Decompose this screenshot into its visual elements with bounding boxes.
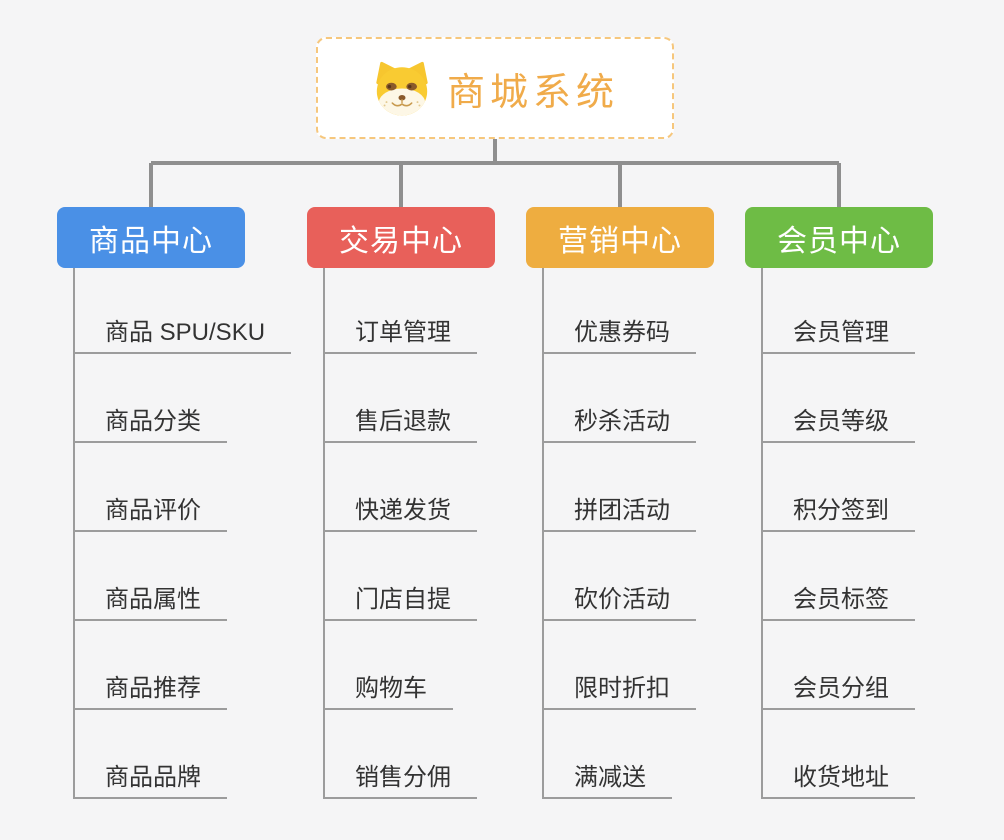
sub-item-label: 满减送 <box>574 763 646 791</box>
sub-item-label: 销售分佣 <box>355 763 451 791</box>
sub-item-label: 门店自提 <box>355 585 451 613</box>
sub-item-label: 商品 SPU/SKU <box>105 318 266 346</box>
sub-item[interactable]: 会员等级 <box>763 354 915 443</box>
sub-item[interactable]: 商品推荐 <box>75 621 227 710</box>
branch-node[interactable]: 交易中心 <box>307 207 495 268</box>
sub-item-label: 商品品牌 <box>105 763 201 791</box>
branch-node[interactable]: 商品中心 <box>57 207 245 268</box>
sub-item-label: 快递发货 <box>355 496 451 524</box>
sub-item-label: 订单管理 <box>355 318 451 346</box>
sub-item[interactable]: 商品评价 <box>75 443 227 532</box>
sub-item[interactable]: 订单管理 <box>325 268 477 354</box>
branch-item-list: 优惠券码秒杀活动拼团活动砍价活动限时折扣满减送 <box>542 268 714 799</box>
sub-item[interactable]: 商品分类 <box>75 354 227 443</box>
sub-item-label: 砍价活动 <box>574 585 670 613</box>
sub-item[interactable]: 拼团活动 <box>544 443 696 532</box>
sub-item[interactable]: 优惠券码 <box>544 268 696 354</box>
sub-item[interactable]: 购物车 <box>325 621 453 710</box>
sub-item[interactable]: 收货地址 <box>763 710 915 799</box>
branch-item-list: 商品 SPU/SKU 商品分类商品评价商品属性商品推荐商品品牌 <box>73 268 292 799</box>
sub-item[interactable]: 商品属性 <box>75 532 227 621</box>
sub-item-label: 商品评价 <box>105 496 201 524</box>
branch-node[interactable]: 会员中心 <box>745 207 933 268</box>
sub-item[interactable]: 商品品牌 <box>75 710 227 799</box>
sub-item[interactable]: 秒杀活动 <box>544 354 696 443</box>
branch-item-list: 会员管理会员等级积分签到会员标签会员分组收货地址 <box>761 268 933 799</box>
branch-label: 商品中心 <box>89 224 213 258</box>
sub-item[interactable]: 商品 SPU/SKU <box>75 268 292 354</box>
sub-item-label: 限时折扣 <box>574 674 670 702</box>
branch-label: 会员中心 <box>777 224 901 258</box>
sub-item-label: 收货地址 <box>793 763 889 791</box>
sub-item-label: 积分签到 <box>793 496 889 524</box>
sub-item-label: 会员等级 <box>793 407 889 435</box>
sub-item-label: 优惠券码 <box>574 318 670 346</box>
sub-item[interactable]: 满减送 <box>544 710 672 799</box>
branch-label: 营销中心 <box>558 224 682 258</box>
sub-item-label: 商品推荐 <box>105 674 201 702</box>
sub-item[interactable]: 砍价活动 <box>544 532 696 621</box>
sub-item-label: 商品属性 <box>105 585 201 613</box>
sub-item[interactable]: 会员管理 <box>763 268 915 354</box>
branch-3: 营销中心 优惠券码秒杀活动拼团活动砍价活动限时折扣满减送 <box>526 207 714 799</box>
sub-item[interactable]: 售后退款 <box>325 354 477 443</box>
sub-item[interactable]: 限时折扣 <box>544 621 696 710</box>
sub-item-label: 拼团活动 <box>574 496 670 524</box>
branch-2: 交易中心 订单管理售后退款快递发货门店自提购物车销售分佣 <box>307 207 495 799</box>
branch-item-list: 订单管理售后退款快递发货门店自提购物车销售分佣 <box>323 268 495 799</box>
root-title: 商城系统 <box>446 71 619 114</box>
sub-item[interactable]: 快递发货 <box>325 443 477 532</box>
branch-node[interactable]: 营销中心 <box>526 207 714 268</box>
branch-label: 交易中心 <box>339 224 463 258</box>
sub-item-label: 购物车 <box>355 674 427 702</box>
sub-item[interactable]: 会员标签 <box>763 532 915 621</box>
sub-item-label: 会员分组 <box>793 674 889 702</box>
branch-1: 商品中心 商品 SPU/SKU 商品分类商品评价商品属性商品推荐商品品牌 <box>57 207 292 799</box>
sub-item[interactable]: 会员分组 <box>763 621 915 710</box>
sub-item[interactable]: 销售分佣 <box>325 710 477 799</box>
sub-item-label: 商品分类 <box>105 407 201 435</box>
sub-item-label: 售后退款 <box>355 407 451 435</box>
sub-item[interactable]: 门店自提 <box>325 532 477 621</box>
branch-4: 会员中心 会员管理会员等级积分签到会员标签会员分组收货地址 <box>745 207 933 799</box>
sub-item-label: 秒杀活动 <box>574 407 670 435</box>
sub-item-label: 会员管理 <box>793 318 889 346</box>
sub-item-label: 会员标签 <box>793 585 889 613</box>
doge-icon <box>376 61 428 116</box>
root-node[interactable]: 商城系统 <box>316 37 674 139</box>
sub-item[interactable]: 积分签到 <box>763 443 915 532</box>
